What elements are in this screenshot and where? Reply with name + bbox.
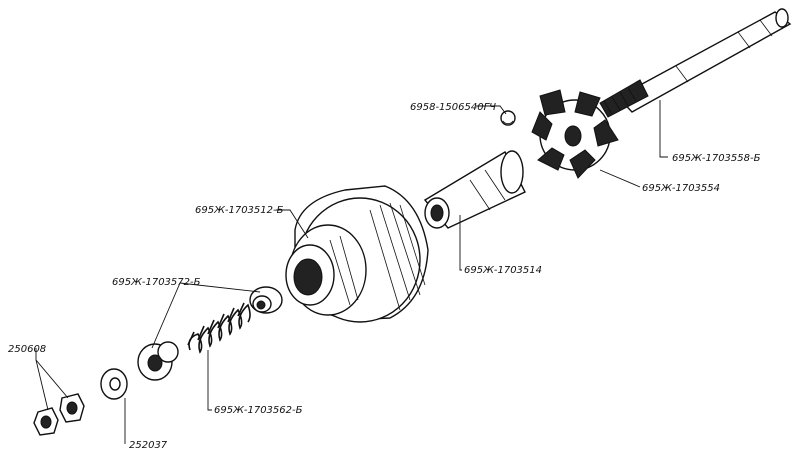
seat-large-part bbox=[137, 341, 179, 381]
label-seat: 695Ж-1703572-Б bbox=[112, 277, 201, 288]
label-rotor: 695Ж-1703554 bbox=[642, 183, 720, 194]
label-washer: 252037 bbox=[129, 440, 168, 451]
label-spring: 695Ж-1703562-Б bbox=[214, 405, 303, 416]
label-ball: 6958-1506540ГЧ bbox=[410, 102, 496, 113]
label-sleeve: 695Ж-1703514 bbox=[464, 265, 542, 276]
seat-small-part bbox=[249, 286, 283, 314]
shaft-part bbox=[599, 8, 792, 118]
label-housing: 695Ж-1703512-Б bbox=[195, 205, 284, 216]
nut-part-1 bbox=[59, 393, 85, 423]
housing-part bbox=[285, 185, 429, 323]
nut-part-2 bbox=[33, 407, 59, 436]
sleeve-part bbox=[423, 150, 526, 229]
label-shaft: 695Ж-1703558-Б bbox=[672, 153, 761, 164]
leader-lines bbox=[35, 100, 668, 444]
label-nut: 250608 bbox=[8, 344, 46, 355]
rotor-part bbox=[531, 89, 619, 179]
ball-part bbox=[500, 110, 516, 126]
washer-part bbox=[100, 368, 128, 400]
spring-part bbox=[187, 302, 251, 354]
